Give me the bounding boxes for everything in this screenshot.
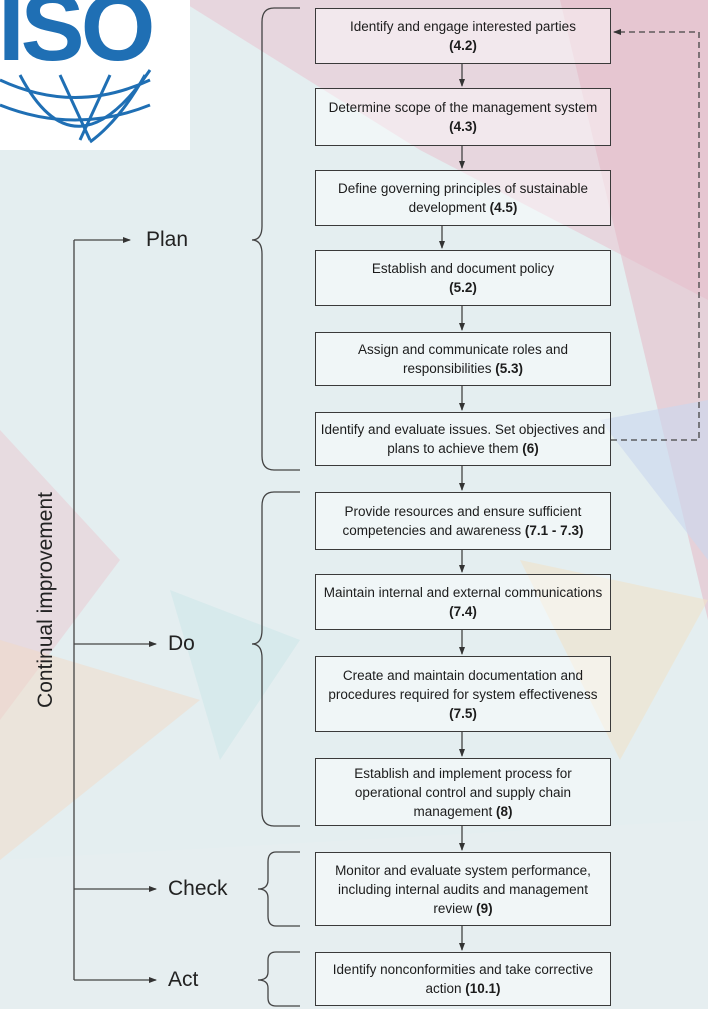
check-brace: [257, 851, 300, 927]
step-box: Establish and document policy (5.2): [315, 250, 611, 306]
step-code: (6): [522, 441, 539, 456]
act-brace: [257, 951, 300, 1007]
step-code: (5.3): [495, 361, 524, 376]
continual-improvement-label: Continual improvement: [34, 492, 57, 708]
feedback-loop-arrow: [611, 29, 700, 441]
step-text: Provide resources and ensure sufficient …: [342, 504, 582, 538]
step-code: (9): [476, 900, 493, 916]
step-box: Maintain internal and external communica…: [315, 574, 611, 630]
iso-logo-text: ISO: [0, 0, 155, 81]
step-text: Define governing principles of sustainab…: [338, 181, 588, 215]
step-code: (7.1 - 7.3): [524, 523, 584, 538]
step-box: Define governing principles of sustainab…: [315, 170, 611, 226]
step-box: Determine scope of the management system…: [315, 88, 611, 146]
step-text: Identify nonconformities and take correc…: [332, 962, 594, 996]
phase-label-act: Act: [168, 968, 199, 991]
step-code: (4.5): [489, 200, 518, 215]
step-code: (10.1): [465, 981, 501, 996]
step-box: Monitor and evaluate system performance,…: [315, 852, 611, 926]
step-box: Identify and engage interested parties (4…: [315, 8, 611, 64]
step-text: Assign and communicate roles and respons…: [357, 342, 569, 376]
step-box: Create and maintain documentation and pr…: [315, 656, 611, 732]
step-text: Identify and evaluate issues. Set object…: [320, 422, 606, 456]
step-box: Establish and implement process for oper…: [315, 758, 611, 826]
step-box: Provide resources and ensure sufficient …: [315, 492, 611, 550]
step-box: Assign and communicate roles and respons…: [315, 332, 611, 386]
step-box: Identify nonconformities and take correc…: [315, 952, 611, 1006]
step-text: Identify and engage interested parties: [350, 19, 576, 34]
step-code: (7.4): [449, 604, 477, 619]
phase-label-do: Do: [168, 632, 195, 655]
step-text: Maintain internal and external communica…: [323, 585, 603, 600]
globe-icon: [0, 69, 152, 144]
step-text: Establish and implement process for oper…: [354, 765, 572, 819]
plan-brace: [251, 7, 300, 471]
iso-logo: ISO: [0, 0, 190, 150]
step-text: Establish and document policy: [371, 261, 555, 276]
step-text: Monitor and evaluate system performance,…: [335, 862, 591, 916]
step-code: (4.3): [449, 119, 477, 134]
phase-label-plan: Plan: [146, 228, 189, 251]
step-text: Create and maintain documentation and pr…: [328, 667, 598, 702]
step-text: Determine scope of the management system: [328, 100, 598, 115]
phase-label-check: Check: [168, 877, 228, 900]
do-brace: [251, 491, 300, 827]
step-code: (8): [496, 803, 513, 819]
step-code: (5.2): [449, 280, 477, 295]
step-code: (4.2): [449, 38, 477, 53]
step-box: Identify and evaluate issues. Set object…: [315, 412, 611, 466]
step-code: (7.5): [449, 705, 477, 721]
